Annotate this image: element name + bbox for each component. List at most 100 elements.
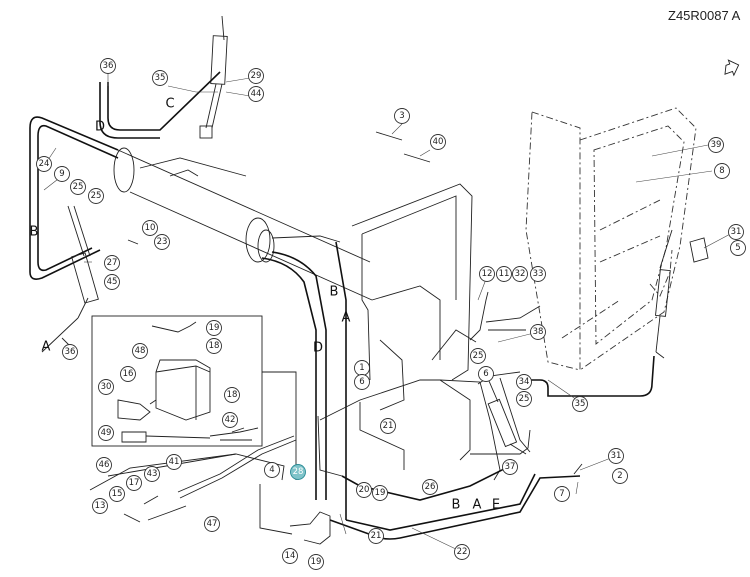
export-arrow-icon[interactable] xyxy=(721,57,742,78)
callout-number: 21 xyxy=(383,421,394,431)
callout-19[interactable]: 19 xyxy=(372,485,388,501)
callout-21[interactable]: 21 xyxy=(368,528,384,544)
callout-39[interactable]: 39 xyxy=(708,137,724,153)
callout-6[interactable]: 6 xyxy=(354,374,370,390)
callout-1[interactable]: 1 xyxy=(354,360,370,376)
callout-circle xyxy=(36,156,52,172)
callout-18[interactable]: 18 xyxy=(206,338,222,354)
callout-42[interactable]: 42 xyxy=(222,412,238,428)
callout-11[interactable]: 11 xyxy=(496,266,512,282)
callout-number: 32 xyxy=(515,269,526,279)
callout-16[interactable]: 16 xyxy=(120,366,136,382)
callout-21[interactable]: 21 xyxy=(380,418,396,434)
callout-circle xyxy=(144,466,160,482)
callout-5[interactable]: 5 xyxy=(730,240,746,256)
callout-48[interactable]: 48 xyxy=(132,343,148,359)
route-letter-a: A xyxy=(42,340,51,355)
callout-43[interactable]: 43 xyxy=(144,466,160,482)
callout-number: 37 xyxy=(505,462,516,472)
callout-number: 40 xyxy=(433,137,444,147)
callout-22[interactable]: 22 xyxy=(454,544,470,560)
callout-35[interactable]: 35 xyxy=(152,70,168,86)
callout-32[interactable]: 32 xyxy=(512,266,528,282)
callout-47[interactable]: 47 xyxy=(204,516,220,532)
route-letter-b: B xyxy=(452,498,461,513)
callout-circle xyxy=(478,366,494,382)
callout-number: 44 xyxy=(251,89,262,99)
callout-number: 18 xyxy=(227,390,238,400)
callout-45[interactable]: 45 xyxy=(104,274,120,290)
callout-12[interactable]: 12 xyxy=(479,266,495,282)
callout-26[interactable]: 26 xyxy=(422,479,438,495)
callout-15[interactable]: 15 xyxy=(109,486,125,502)
drawing-revision: A xyxy=(731,8,741,23)
valve-inset-frame xyxy=(91,315,297,480)
callout-25[interactable]: 25 xyxy=(470,348,486,364)
callout-6[interactable]: 6 xyxy=(478,366,494,382)
callout-7[interactable]: 7 xyxy=(554,486,570,502)
callout-number: 28 xyxy=(293,467,304,477)
callout-28[interactable]: 28 xyxy=(290,464,306,480)
callout-circle xyxy=(516,374,532,390)
callout-circle xyxy=(152,70,168,86)
callout-number: 25 xyxy=(473,351,484,361)
callout-number: 17 xyxy=(129,478,140,488)
callout-35[interactable]: 35 xyxy=(572,396,588,412)
callout-8[interactable]: 8 xyxy=(714,163,730,179)
callout-2[interactable]: 2 xyxy=(612,468,628,484)
callout-number: 23 xyxy=(157,237,168,247)
callout-27[interactable]: 27 xyxy=(104,255,120,271)
callout-19[interactable]: 19 xyxy=(206,320,222,336)
callout-number: 10 xyxy=(145,223,156,233)
main-cross-tube xyxy=(113,147,373,301)
callout-circle xyxy=(282,548,298,564)
callout-17[interactable]: 17 xyxy=(126,475,142,491)
callout-20[interactable]: 20 xyxy=(356,482,372,498)
callout-3[interactable]: 3 xyxy=(394,108,410,124)
callout-number: 47 xyxy=(207,519,218,529)
callout-number: 35 xyxy=(575,399,586,409)
callout-number: 36 xyxy=(65,347,76,357)
callout-circle xyxy=(470,348,486,364)
callout-circle xyxy=(98,425,114,441)
callout-36[interactable]: 36 xyxy=(62,344,78,360)
callout-circle xyxy=(248,68,264,84)
callout-33[interactable]: 33 xyxy=(530,266,546,282)
callout-9[interactable]: 9 xyxy=(54,166,70,182)
callout-37[interactable]: 37 xyxy=(502,459,518,475)
callout-49[interactable]: 49 xyxy=(98,425,114,441)
callout-number: 12 xyxy=(482,269,493,279)
callout-number: 36 xyxy=(103,61,114,71)
callout-10[interactable]: 10 xyxy=(142,220,158,236)
callout-34[interactable]: 34 xyxy=(516,374,532,390)
callout-circle xyxy=(126,475,142,491)
callout-29[interactable]: 29 xyxy=(248,68,264,84)
callout-18[interactable]: 18 xyxy=(224,387,240,403)
callout-31[interactable]: 31 xyxy=(728,224,744,240)
callout-25[interactable]: 25 xyxy=(88,188,104,204)
callout-31[interactable]: 31 xyxy=(608,448,624,464)
route-letter-b: B xyxy=(30,225,39,240)
callout-23[interactable]: 23 xyxy=(154,234,170,250)
hose-vertical-bundle xyxy=(261,241,347,520)
callout-13[interactable]: 13 xyxy=(92,498,108,514)
callout-24[interactable]: 24 xyxy=(36,156,52,172)
callout-40[interactable]: 40 xyxy=(430,134,446,150)
callout-14[interactable]: 14 xyxy=(282,548,298,564)
callout-number: 18 xyxy=(209,341,220,351)
callout-38[interactable]: 38 xyxy=(530,324,546,340)
callout-19[interactable]: 19 xyxy=(308,554,324,570)
callout-46[interactable]: 46 xyxy=(96,457,112,473)
callout-30[interactable]: 30 xyxy=(98,379,114,395)
callout-circle xyxy=(92,498,108,514)
callout-number: 35 xyxy=(155,73,166,83)
callout-25[interactable]: 25 xyxy=(70,179,86,195)
callout-36[interactable]: 36 xyxy=(100,58,116,74)
callout-circle xyxy=(496,266,512,282)
callout-25[interactable]: 25 xyxy=(516,391,532,407)
callout-44[interactable]: 44 xyxy=(248,86,264,102)
callout-41[interactable]: 41 xyxy=(166,454,182,470)
callout-circle xyxy=(98,379,114,395)
callout-circle xyxy=(530,266,546,282)
callout-4[interactable]: 4 xyxy=(264,462,280,478)
